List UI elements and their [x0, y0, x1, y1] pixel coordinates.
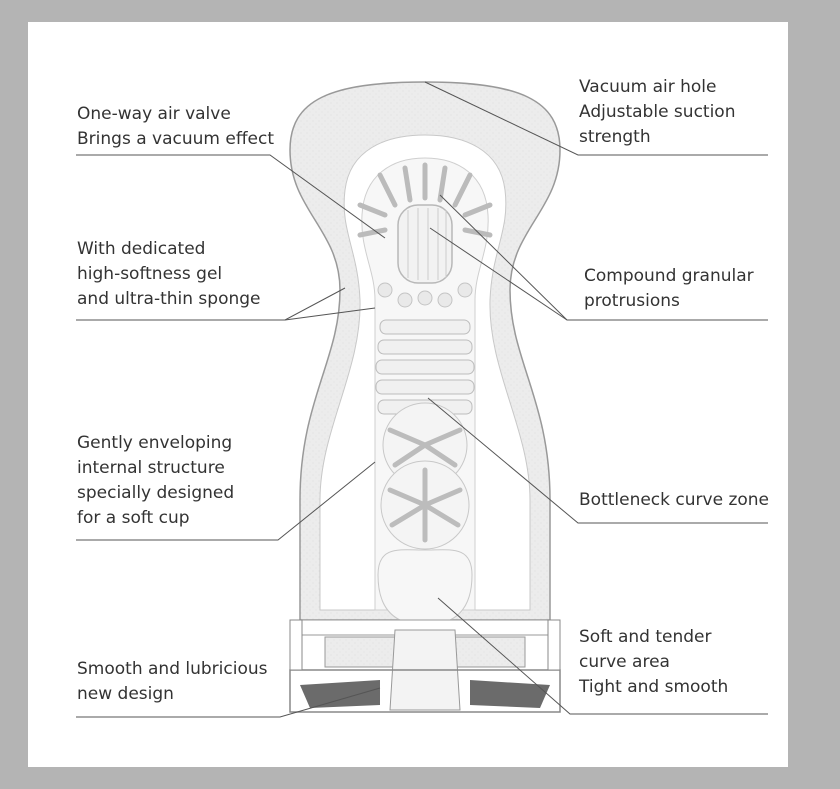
label-air-valve: One-way air valve Brings a vacuum effect	[77, 102, 274, 152]
label-line: Brings a vacuum effect	[77, 129, 275, 149]
label-curve-area: Soft and tender curve area Tight and smo…	[579, 625, 728, 700]
label-bottleneck: Bottleneck curve zone	[579, 488, 769, 513]
ribbed-section	[375, 319, 475, 415]
leader-lines	[76, 81, 768, 718]
label-line: Compound granular	[584, 266, 754, 286]
label-line: for a soft cup	[77, 508, 190, 528]
bottleneck-spikes	[380, 402, 470, 550]
label-line: One-way air valve	[77, 104, 231, 124]
base-cap	[289, 619, 561, 713]
label-line: Soft and tender	[579, 627, 712, 647]
label-line: strength	[579, 127, 651, 147]
label-line: Tight and smooth	[579, 677, 729, 697]
label-line: high-softness gel	[77, 264, 223, 284]
label-line: Bottleneck curve zone	[579, 490, 769, 510]
label-line: and ultra-thin sponge	[77, 289, 261, 309]
center-nub	[397, 204, 453, 284]
label-line: curve area	[579, 652, 670, 672]
label-line: Vacuum air hole	[579, 77, 717, 97]
label-enveloping: Gently enveloping internal structure spe…	[77, 431, 234, 531]
label-line: protrusions	[584, 291, 680, 311]
curve-bulb	[377, 549, 473, 626]
label-line: new design	[77, 684, 174, 704]
label-line: Gently enveloping	[77, 433, 233, 453]
label-line: specially designed	[77, 483, 235, 503]
dome-fins	[357, 162, 493, 238]
label-line: internal structure	[77, 458, 225, 478]
label-air-hole: Vacuum air hole Adjustable suction stren…	[579, 75, 735, 150]
granular-bumps	[377, 282, 473, 308]
label-line: With dedicated	[77, 239, 206, 259]
label-smooth-design: Smooth and lubricious new design	[77, 657, 268, 707]
label-line: Adjustable suction	[579, 102, 736, 122]
label-soft-gel: With dedicated high-softness gel and ult…	[77, 237, 261, 312]
label-line: Smooth and lubricious	[77, 659, 268, 679]
label-granular: Compound granular protrusions	[584, 264, 754, 314]
